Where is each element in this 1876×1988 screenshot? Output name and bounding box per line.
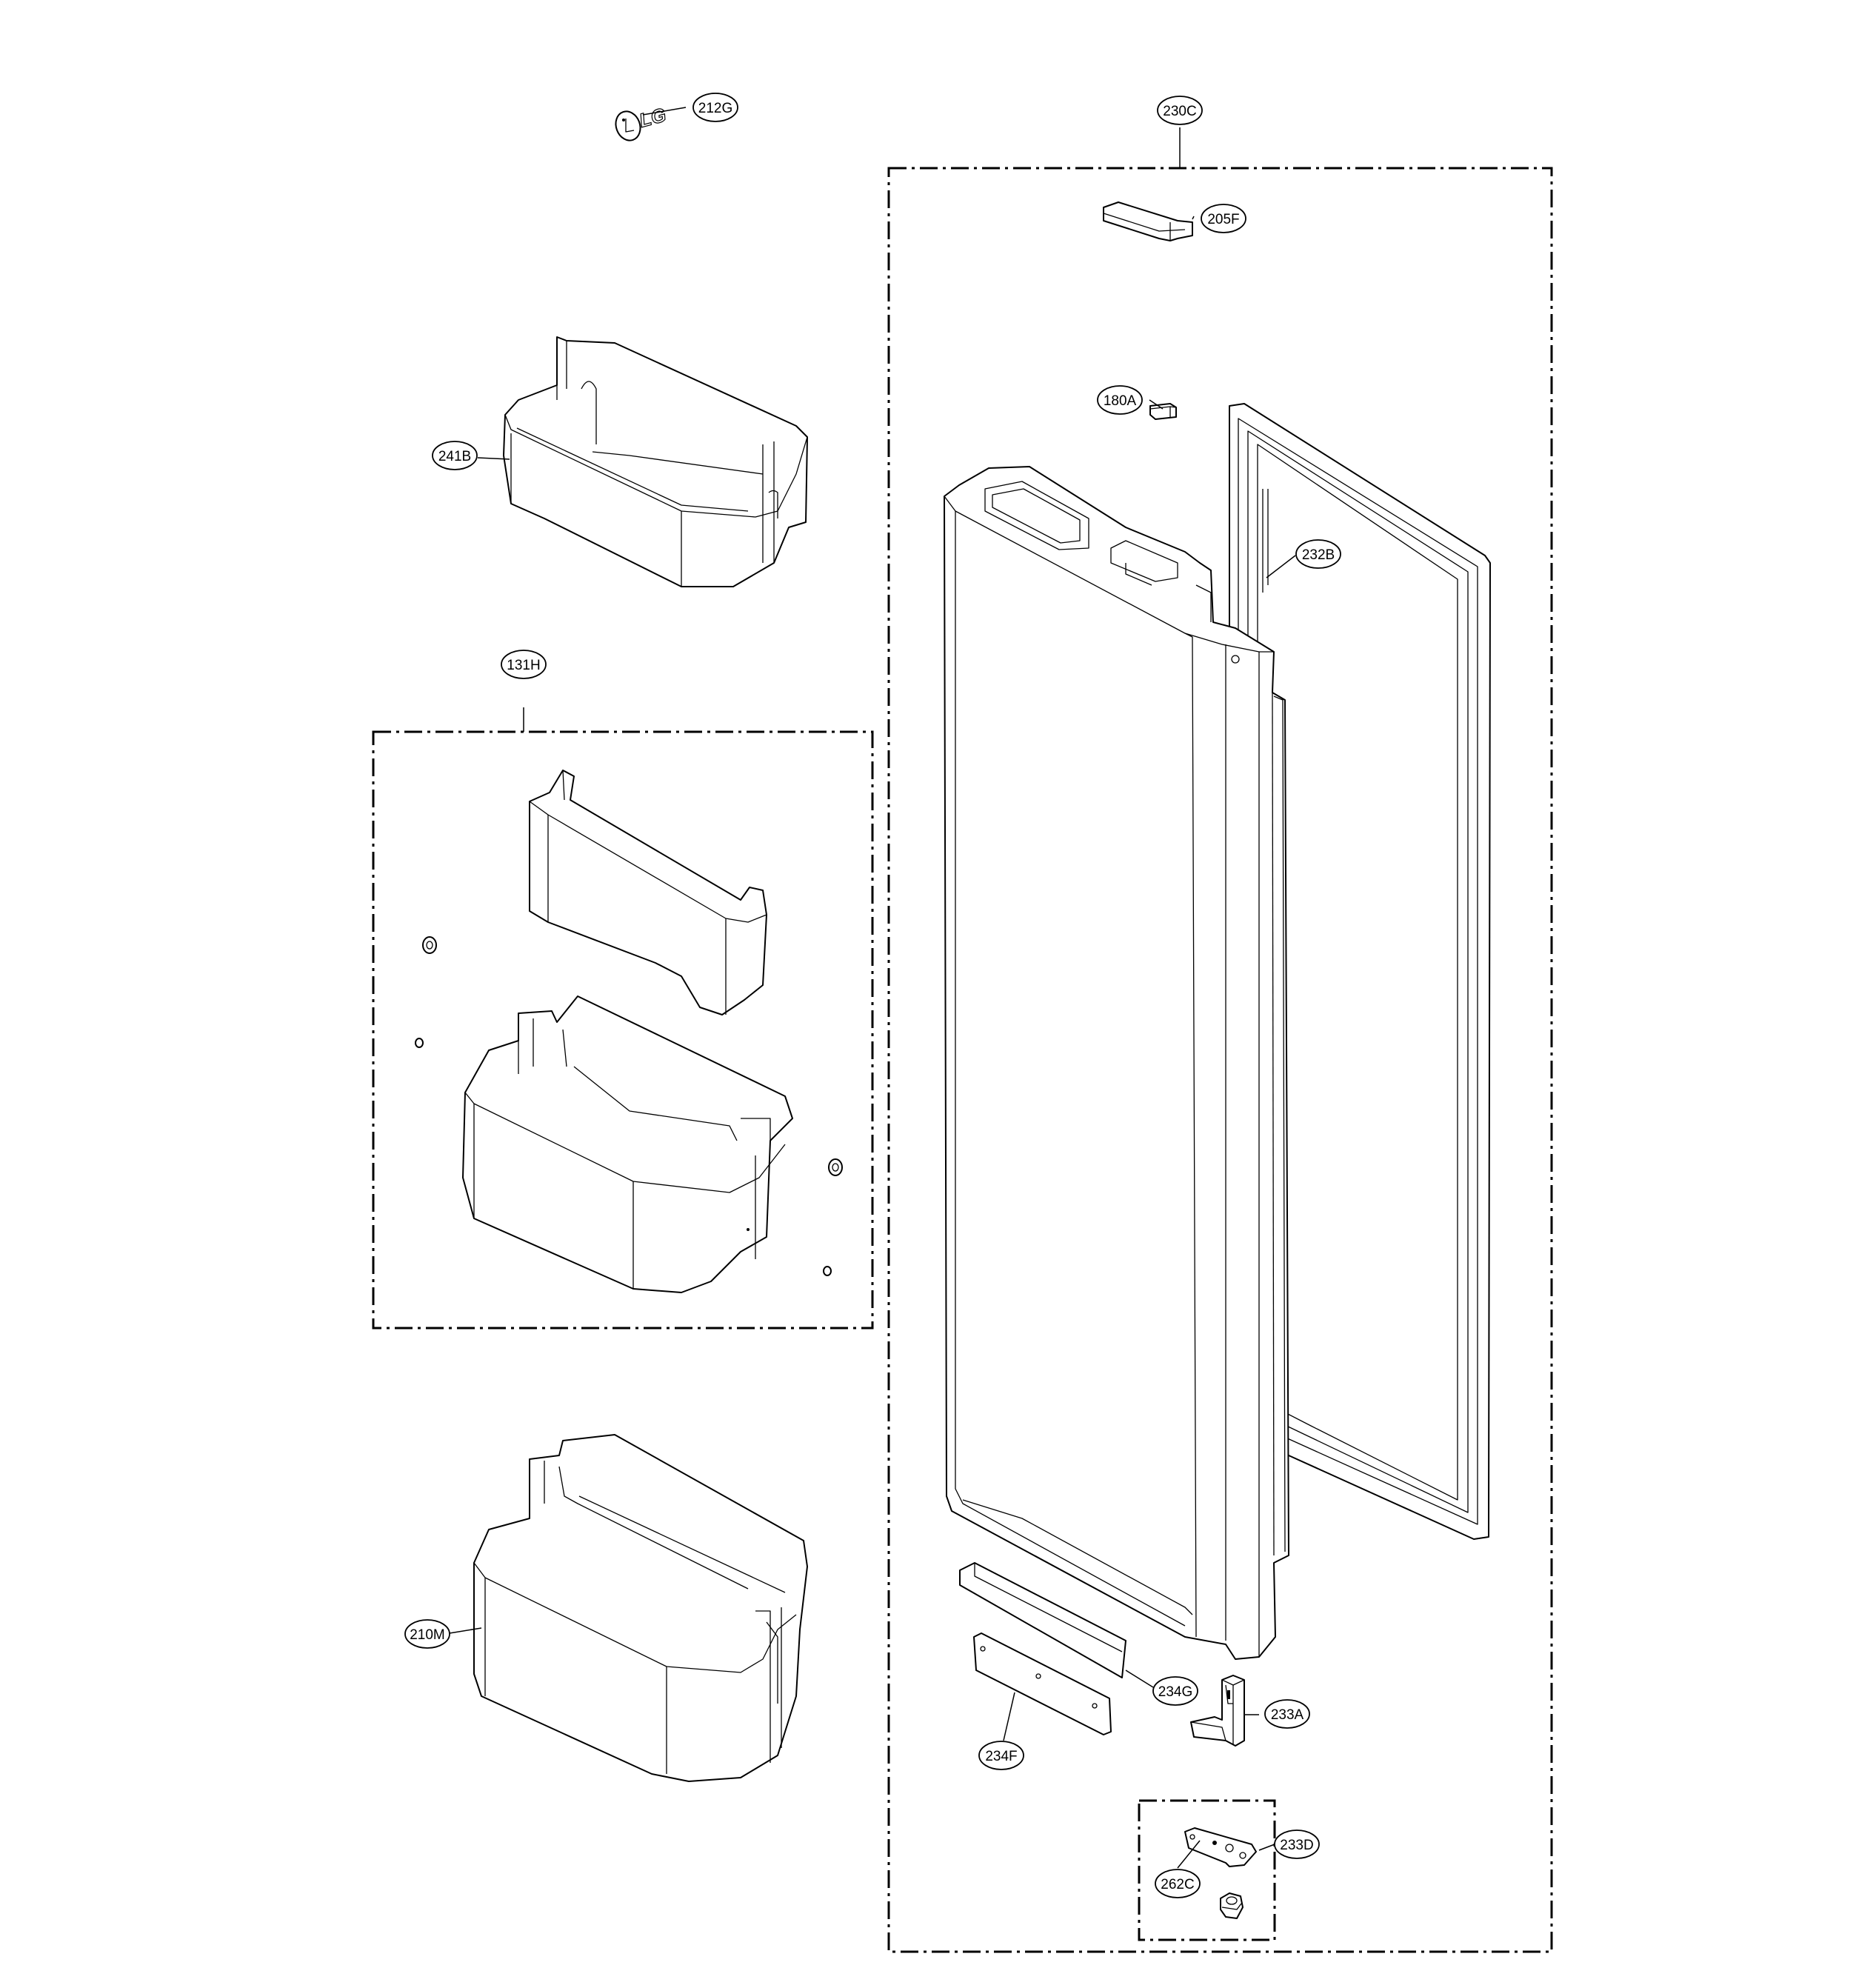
callout-label-131H: 131H: [507, 658, 540, 673]
leader-lines: [449, 107, 1296, 1869]
callout-label-205F: 205F: [1207, 212, 1239, 227]
logo-text: LG: [637, 103, 669, 131]
callout-label-262C: 262C: [1161, 1877, 1194, 1892]
callout-205F: 205F: [1201, 204, 1246, 233]
callout-212G: 212G: [692, 93, 738, 122]
hex-nut: [1220, 1892, 1244, 1919]
callout-262C: 262C: [1155, 1869, 1201, 1898]
part-180A: [1149, 403, 1177, 420]
callout-label-233D: 233D: [1280, 1838, 1313, 1853]
cap-205F: [1103, 201, 1193, 241]
group-boundary-131H: [372, 730, 874, 1330]
door-bin-131H-lower: [462, 995, 793, 1293]
callout-label-180A: 180A: [1104, 393, 1137, 409]
screw-parts-131H: [415, 936, 843, 1276]
trim-strip-234G: [959, 1562, 1126, 1678]
group-boundary-230C: [887, 167, 1553, 1953]
callout-180A: 180A: [1097, 385, 1143, 415]
callout-label-232B: 232B: [1302, 547, 1335, 563]
refrigerator-door-panel: [944, 466, 1289, 1660]
lg-logo-emblem: LG: [615, 103, 669, 141]
callout-label-234G: 234G: [1158, 1684, 1192, 1700]
hinge-plate-262C: [1184, 1827, 1257, 1867]
callout-label-233A: 233A: [1271, 1707, 1304, 1723]
callout-233A: 233A: [1264, 1699, 1310, 1729]
hinge-bracket-233A: [1190, 1675, 1245, 1747]
plate-234F: [973, 1632, 1112, 1735]
callout-234G: 234G: [1152, 1676, 1198, 1706]
callout-131H: 131H: [501, 650, 547, 679]
callout-241B: 241B: [432, 441, 478, 470]
callout-230C: 230C: [1157, 96, 1203, 125]
door-shelf-131H-upper: [529, 770, 767, 1015]
door-bin-241B: [503, 336, 808, 587]
callout-label-234F: 234F: [985, 1749, 1017, 1764]
callout-233D: 233D: [1274, 1829, 1320, 1859]
callout-232B: 232B: [1295, 539, 1341, 569]
door-bin-210M: [473, 1434, 808, 1782]
callout-234F: 234F: [978, 1741, 1024, 1770]
group-boundary-233D: [1138, 1799, 1276, 1941]
callout-label-230C: 230C: [1163, 104, 1196, 119]
callout-label-241B: 241B: [438, 449, 471, 464]
callout-label-212G: 212G: [698, 101, 732, 116]
callout-label-210M: 210M: [410, 1627, 445, 1643]
callout-210M: 210M: [404, 1619, 450, 1649]
